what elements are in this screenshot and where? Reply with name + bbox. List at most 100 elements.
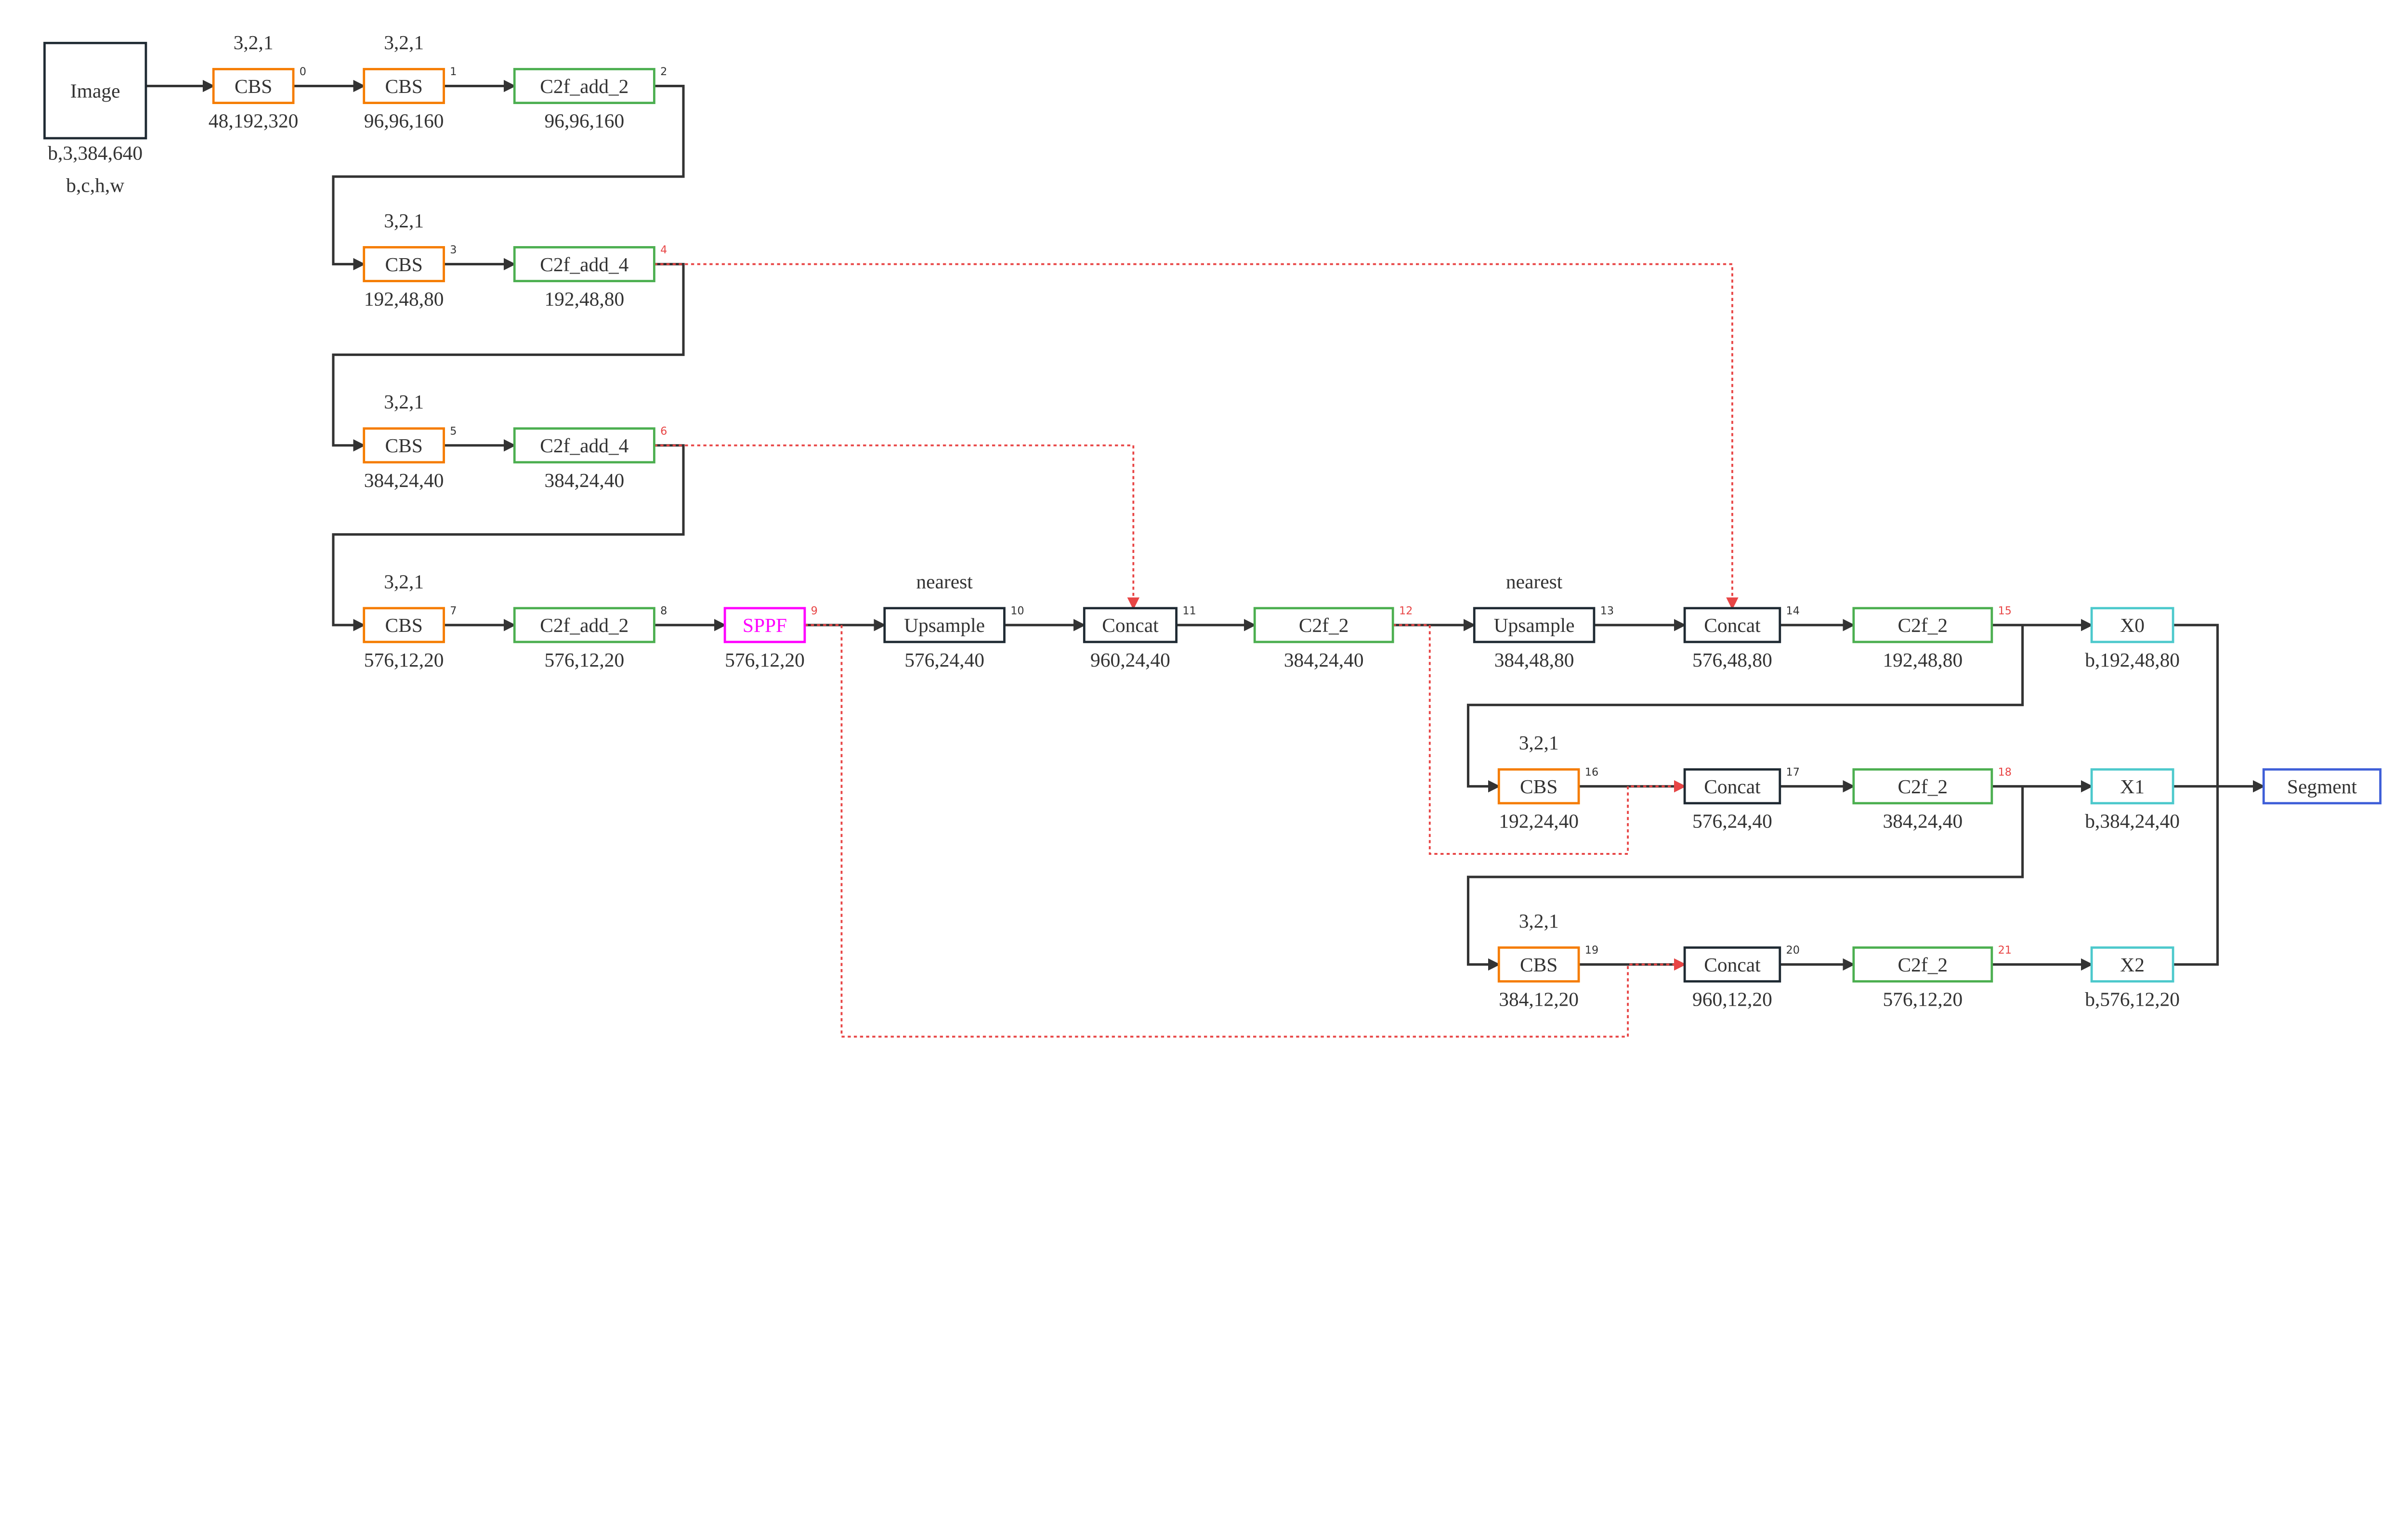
edge-wrap bbox=[332, 444, 685, 631]
node-label: X0 bbox=[2120, 614, 2145, 636]
node-concat[interactable]: Concat 960,12,20 20 bbox=[1683, 944, 1800, 1010]
skip-connection bbox=[804, 624, 1687, 1038]
node-box[interactable] bbox=[513, 607, 655, 643]
node-label: C2f_add_4 bbox=[540, 434, 628, 457]
node-box[interactable] bbox=[2090, 768, 2174, 805]
node-box[interactable] bbox=[43, 41, 147, 140]
node-segment[interactable]: Segment bbox=[2262, 768, 2382, 805]
node-box[interactable] bbox=[363, 607, 445, 643]
skip-connection bbox=[1393, 624, 1687, 855]
node-params: 3,2,1 bbox=[384, 31, 424, 53]
node-box[interactable] bbox=[723, 607, 806, 643]
node-shape: b,384,24,40 bbox=[2085, 810, 2180, 832]
node-index: 20 bbox=[1786, 944, 1800, 956]
node-shape: 192,48,80 bbox=[1883, 649, 1963, 671]
node-upsample[interactable]: Upsample nearest 384,48,80 13 bbox=[1473, 570, 1614, 671]
node-shape: 192,24,40 bbox=[1499, 810, 1579, 832]
node-shape: 384,48,80 bbox=[1494, 649, 1574, 671]
node-x1[interactable]: X1b,384,24,40 bbox=[2085, 768, 2180, 832]
node-box[interactable] bbox=[1473, 607, 1596, 643]
node-box[interactable] bbox=[1852, 607, 1993, 643]
node-box[interactable] bbox=[1497, 768, 1580, 805]
node-box[interactable] bbox=[2262, 768, 2382, 805]
skip-connection bbox=[654, 444, 1140, 610]
node-box[interactable] bbox=[513, 68, 655, 105]
node-box[interactable] bbox=[1683, 607, 1781, 643]
node-index: 4 bbox=[660, 244, 667, 256]
node-box[interactable] bbox=[1497, 946, 1580, 983]
node-box[interactable] bbox=[1253, 607, 1394, 643]
node-shape: 384,24,40 bbox=[1284, 649, 1364, 671]
node-box[interactable] bbox=[363, 427, 445, 464]
node-label: Segment bbox=[2287, 775, 2357, 798]
node-index: 21 bbox=[1998, 944, 2012, 956]
node-shape: 576,48,80 bbox=[1692, 649, 1772, 671]
node-x0[interactable]: X0b,192,48,80 bbox=[2085, 607, 2180, 671]
node-index: 8 bbox=[660, 605, 667, 617]
node-shape: 96,96,160 bbox=[364, 110, 444, 132]
node-shape: b,576,12,20 bbox=[2085, 988, 2180, 1010]
node-box[interactable] bbox=[363, 68, 445, 105]
node-box[interactable] bbox=[513, 246, 655, 282]
node-shape: 384,24,40 bbox=[364, 469, 444, 491]
node-params: 3,2,1 bbox=[1519, 732, 1559, 754]
node-box[interactable] bbox=[883, 607, 1006, 643]
node-box[interactable] bbox=[363, 246, 445, 282]
node-index: 5 bbox=[450, 425, 457, 437]
node-box[interactable] bbox=[1852, 946, 1993, 983]
node-params: 3,2,1 bbox=[384, 391, 424, 413]
node-index: 16 bbox=[1585, 766, 1598, 778]
node-params: nearest bbox=[916, 570, 973, 592]
node-label: Concat bbox=[1704, 954, 1761, 976]
node-shape: b,3,384,640 bbox=[48, 142, 143, 164]
node-shape: 960,12,20 bbox=[1692, 988, 1772, 1010]
node-label: X2 bbox=[2120, 954, 2145, 976]
node-shape: 96,96,160 bbox=[544, 110, 624, 132]
node-shape: 576,12,20 bbox=[544, 649, 624, 671]
node-box[interactable] bbox=[1683, 768, 1781, 805]
node-label: CBS bbox=[385, 614, 422, 636]
node-box[interactable] bbox=[1683, 946, 1781, 983]
node-index: 11 bbox=[1182, 605, 1196, 617]
node-box[interactable] bbox=[2090, 946, 2174, 983]
node-box[interactable] bbox=[2090, 607, 2174, 643]
node-shape: 384,24,40 bbox=[1883, 810, 1963, 832]
node-box[interactable] bbox=[513, 427, 655, 464]
node-label: Upsample bbox=[1494, 614, 1575, 636]
node-shape: 384,24,40 bbox=[544, 469, 624, 491]
node-label: C2f_add_2 bbox=[540, 614, 628, 636]
node-label: Image bbox=[70, 79, 120, 102]
node-box[interactable] bbox=[1083, 607, 1178, 643]
node-c2f-add-2[interactable]: C2f_add_2 576,12,20 8 bbox=[513, 605, 667, 671]
skip-connection bbox=[654, 263, 1739, 610]
node-index: 13 bbox=[1600, 605, 1614, 617]
node-params: nearest bbox=[1506, 570, 1563, 592]
node-box[interactable] bbox=[212, 68, 295, 105]
node-label: C2f_add_4 bbox=[540, 253, 628, 275]
node-shape: 576,24,40 bbox=[1692, 810, 1772, 832]
node-index: 18 bbox=[1998, 766, 2012, 778]
node-label: CBS bbox=[1520, 775, 1557, 798]
node-x2[interactable]: X2 b,576,12,20 bbox=[2085, 946, 2180, 1010]
node-box[interactable] bbox=[1852, 768, 1993, 805]
node-cbs[interactable]: CBS 3,2,1 192,24,40 16 bbox=[1497, 732, 1598, 832]
